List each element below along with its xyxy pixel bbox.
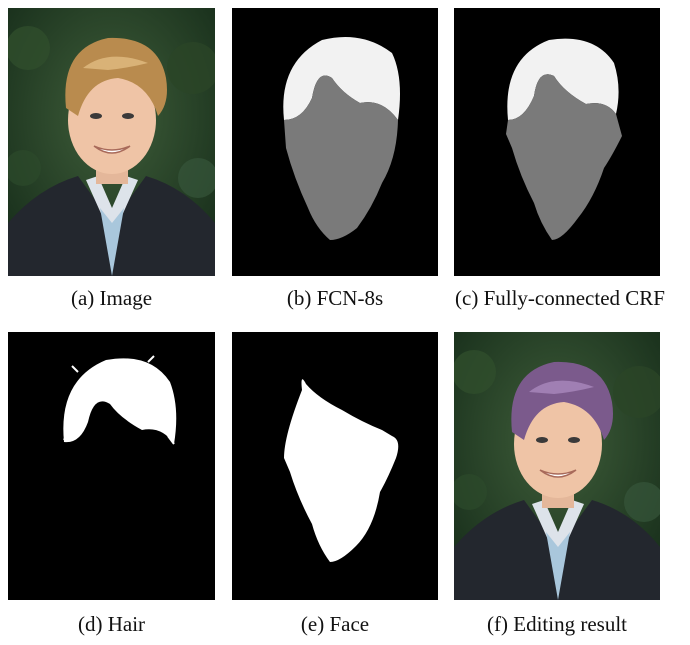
caption-f: (f) Editing result — [487, 612, 627, 636]
portrait-photo — [8, 8, 215, 276]
caption-a: (a) Image — [70, 286, 153, 310]
panel-f-editing-result — [454, 332, 660, 600]
panel-b-fcn8s — [232, 8, 438, 276]
panel-a-image — [8, 8, 215, 276]
caption-c: (c) Fully-connected CRF — [455, 286, 665, 310]
panel-e-face — [232, 332, 438, 600]
face-mask — [232, 332, 438, 600]
panel-c-crf — [454, 8, 660, 276]
panel-d-hair — [8, 332, 215, 600]
caption-e: (e) Face — [300, 612, 370, 636]
edited-portrait-photo — [454, 332, 660, 600]
fcn-segmentation-mask — [232, 8, 438, 276]
caption-d: (d) Hair — [77, 612, 146, 636]
hair-mask — [8, 332, 215, 600]
crf-segmentation-mask — [454, 8, 660, 276]
caption-b: (b) FCN-8s — [286, 286, 384, 310]
